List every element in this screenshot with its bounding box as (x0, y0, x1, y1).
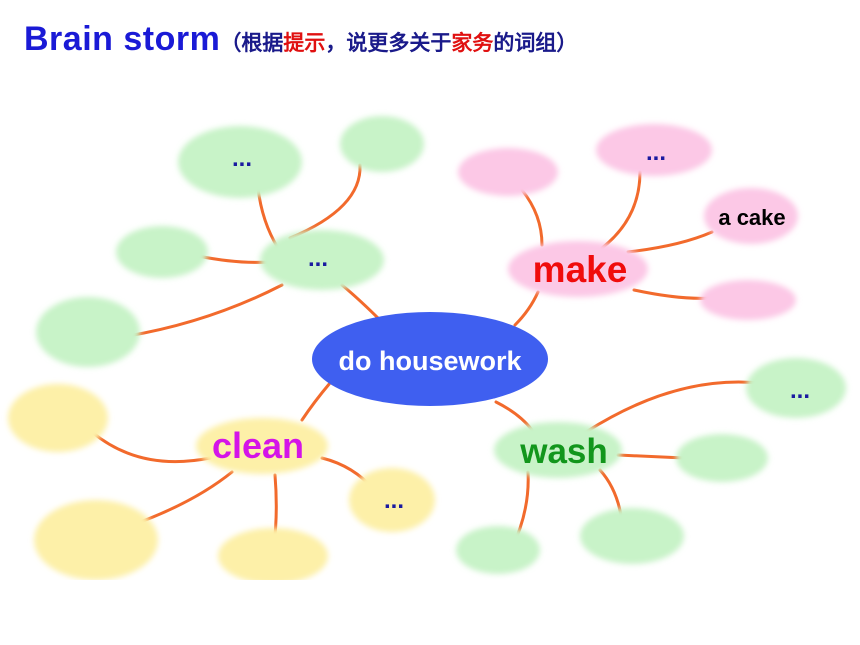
slide-title: Brain storm（根据提示，说更多关于家务的词组） (24, 20, 577, 59)
make-branch-bubble (508, 241, 648, 297)
hint-paren-close: ） (556, 30, 578, 55)
pink-leaf-bubble (704, 188, 798, 244)
title-main: Brain storm (24, 20, 221, 58)
wash-label: wash (519, 432, 608, 471)
green-leaf-bubble (116, 226, 208, 278)
pink-leaf-bubble (700, 280, 796, 320)
connector-line (256, 186, 280, 250)
wash-branch-bubble (494, 422, 622, 478)
center-label: do housework (338, 346, 522, 376)
green-leaf-bubble (746, 358, 846, 418)
hint-highlight-1: 提示 (283, 30, 326, 55)
connector-line (340, 283, 384, 324)
make-top-leaf-label: ... (646, 139, 666, 166)
yellow-leaf-bubble (218, 528, 328, 584)
green-leaf-bubble (36, 297, 140, 367)
connector-line (600, 170, 642, 250)
yellow-leaf-bubble (34, 500, 158, 580)
green-top-leaf-label: ... (232, 145, 252, 172)
pink-leaf-bubble (596, 124, 712, 176)
hint-part-5: 的词组 (493, 30, 557, 55)
green-hub-bubble (260, 230, 384, 290)
clean-label: clean (212, 425, 304, 466)
connector-line (300, 381, 332, 422)
green-leaf-bubble (676, 434, 768, 482)
clean-right-leaf-label: ... (384, 487, 404, 514)
green-leaf-bubble (178, 126, 302, 198)
hint-highlight-2: 家务 (451, 30, 494, 55)
green-leaf-bubble (340, 116, 424, 172)
yellow-leaf-bubble (349, 468, 435, 532)
make-label: make (533, 249, 628, 290)
wash-right-leaf-label: ... (790, 377, 810, 404)
connector-line (584, 380, 770, 434)
yellow-leaf-bubble (8, 384, 108, 452)
bubbles (8, 116, 846, 584)
connector-line (632, 288, 714, 300)
title-hint: （根据提示，说更多关于家务的词组） (220, 30, 577, 55)
connector-line (196, 254, 272, 264)
hint-part-3: ，说更多关于 (325, 30, 452, 55)
green-leaf-bubble (580, 508, 684, 564)
connector-line (126, 283, 284, 338)
make-right-leaf-label: a cake (718, 205, 785, 230)
center-node (312, 312, 548, 406)
connector-line (616, 453, 686, 460)
pink-leaf-bubble (458, 148, 558, 196)
connector-line (513, 290, 540, 327)
green-leaf-bubble (456, 526, 540, 574)
connector-line (90, 430, 212, 464)
green-hub-label: ... (308, 245, 328, 272)
hint-part-1: 根据 (241, 30, 284, 55)
bottom-whitespace (0, 580, 860, 645)
connector-line (288, 163, 362, 240)
hint-paren-open: （ (220, 30, 242, 55)
connector-line (520, 188, 544, 247)
clean-branch-bubble (196, 418, 328, 474)
connector-line (626, 230, 714, 254)
